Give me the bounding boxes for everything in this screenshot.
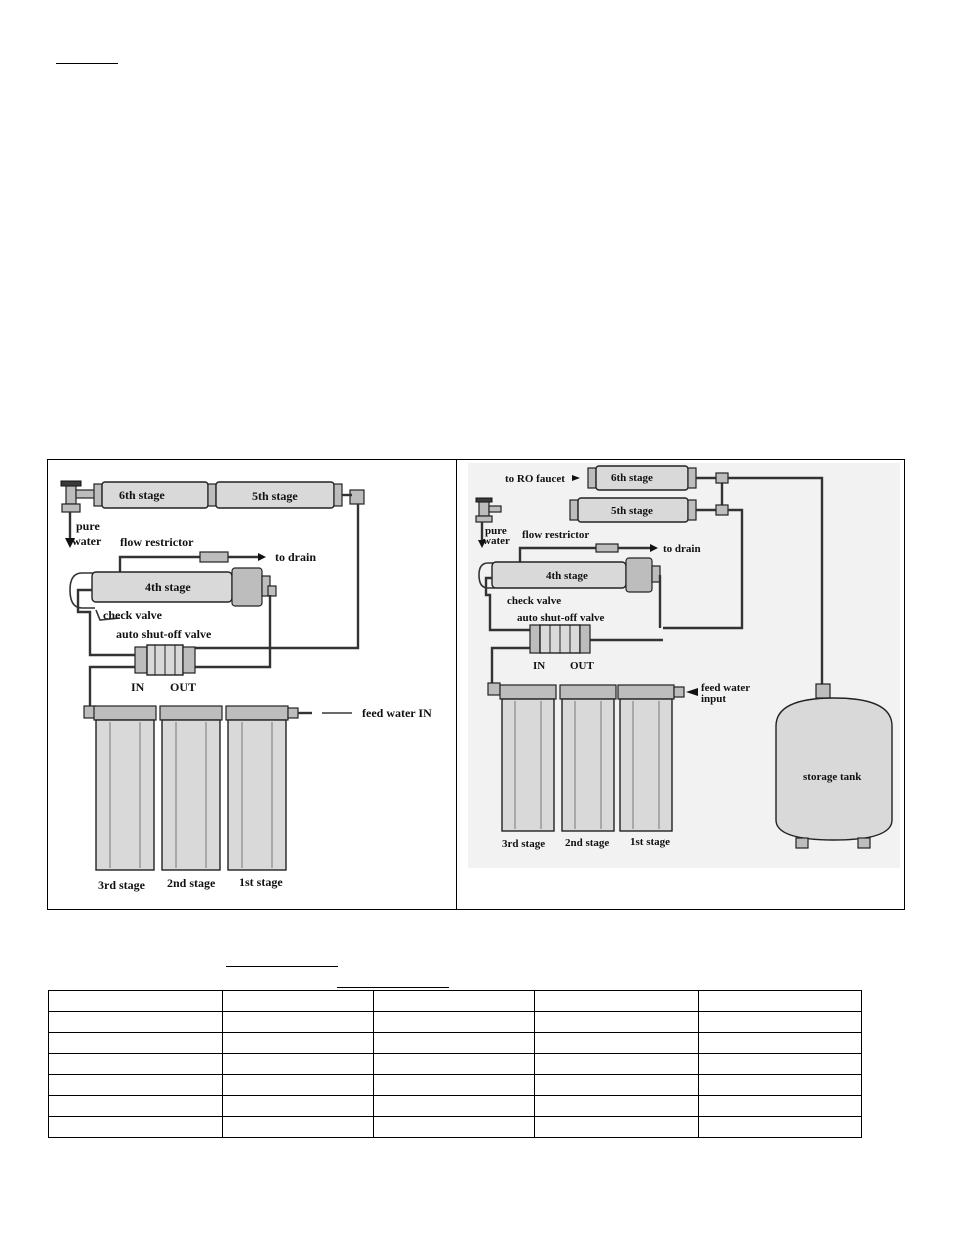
table-cell [222,1074,374,1096]
table-cell [698,1032,862,1054]
table-cell [534,1095,699,1117]
table-cell [48,1116,223,1138]
table-row [48,1011,862,1033]
table-cell [222,990,374,1012]
right-label-feed-water: feed water [701,682,750,694]
table-cell [222,1053,374,1075]
table-row [48,1095,862,1117]
label-stage1: 1st stage [239,875,283,889]
right-label-pure: pure [485,525,507,537]
table-cell [48,1053,223,1075]
right-label-stage1: 1st stage [630,836,670,848]
right-label-stage3: 3rd stage [502,838,545,850]
stage3-housing [95,719,155,871]
storage-tank [775,683,893,849]
table-cell [534,1074,699,1096]
table-row [48,1053,862,1075]
table-heading-underline-1 [226,966,338,967]
table-cell [222,1011,374,1033]
label-stage4: 4th stage [145,580,191,594]
label-feed-water: feed water IN [362,706,432,720]
table-row [48,1116,862,1138]
label-stage5: 5th stage [252,489,298,503]
right-label-check-valve: check valve [507,595,561,607]
label-water: water [72,534,102,548]
right-stage1-housing [619,698,673,832]
label-in: IN [131,680,145,694]
label-auto-shutoff: auto shut-off valve [116,627,212,641]
label-to-ro-faucet: to RO faucet [505,473,565,485]
table-cell [222,1095,374,1117]
table-cell [534,1011,699,1033]
table-body [48,990,862,1138]
table-row [48,1074,862,1096]
label-stage2: 2nd stage [167,876,216,890]
table-cell [534,990,699,1012]
right-auto-shutoff-valve [529,624,591,654]
label-to-drain: to drain [275,550,316,564]
table-cell [222,1032,374,1054]
label-storage-tank: storage tank [803,771,862,783]
table-cell [48,1032,223,1054]
figure-divider [456,459,457,910]
table-cell [48,990,223,1012]
table-cell [373,990,535,1012]
right-label-flow-restrictor: flow restrictor [522,529,589,541]
table-row [48,990,862,1012]
table-cell [698,1011,862,1033]
stage2-housing [161,719,221,871]
empty-table [48,990,862,1138]
right-label-stage2: 2nd stage [565,837,609,849]
right-label-stage4: 4th stage [546,570,588,582]
right-label-auto-shutoff: auto shut-off valve [517,612,605,624]
table-cell [698,1116,862,1138]
table-heading-underline-2 [337,987,449,988]
table-cell [373,1011,535,1033]
right-label-stage5: 5th stage [611,505,653,517]
table-cell [222,1116,374,1138]
table-cell [534,1032,699,1054]
table-cell [534,1053,699,1075]
table-cell [373,1053,535,1075]
table-cell [698,1053,862,1075]
table-cell [698,990,862,1012]
table-cell [698,1074,862,1096]
label-stage3: 3rd stage [98,878,146,892]
faucet-icon [60,480,97,513]
label-out: OUT [170,680,196,694]
right-stage3-housing [501,698,555,832]
label-flow-restrictor: flow restrictor [120,535,194,549]
table-cell [373,1074,535,1096]
right-label-to-drain: to drain [663,543,701,555]
table-row [48,1032,862,1054]
right-label-stage6: 6th stage [611,472,653,484]
figure-frame [47,459,905,910]
right-label-water: water [483,535,510,547]
right-stage2-housing [561,698,615,832]
table-cell [373,1116,535,1138]
right-label-feed-water-input: input [701,693,726,705]
table-cell [698,1095,862,1117]
label-pure: pure [76,519,100,533]
right-faucet-icon [475,497,502,523]
table-cell [534,1116,699,1138]
auto-shutoff-valve [134,644,196,676]
table-cell [48,1074,223,1096]
heading-underline [56,63,118,64]
label-check-valve: check valve [103,608,163,622]
table-cell [48,1011,223,1033]
table-cell [48,1095,223,1117]
right-label-out: OUT [570,660,595,672]
table-cell [373,1032,535,1054]
label-stage6: 6th stage [119,488,165,502]
table-cell [373,1095,535,1117]
stage1-housing [227,719,287,871]
right-label-in: IN [533,660,545,672]
